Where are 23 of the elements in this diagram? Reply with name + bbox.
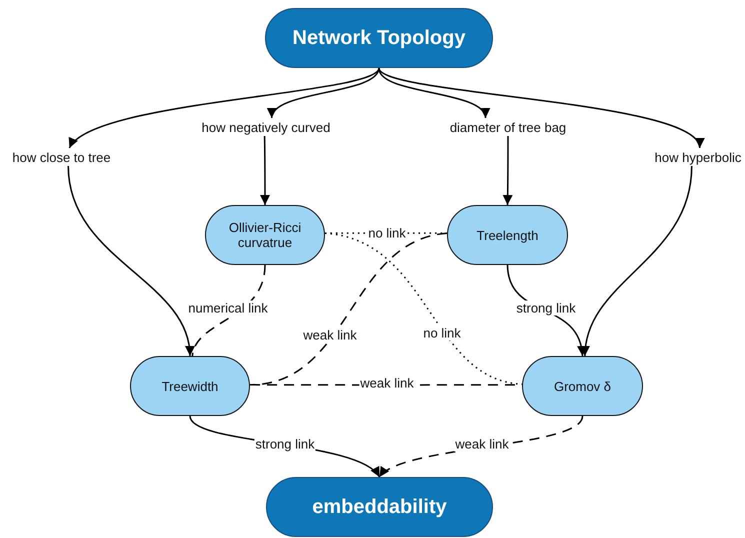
connector-arrow: [260, 136, 270, 205]
edge-label: weak link: [302, 328, 358, 342]
connector-arrow: [68, 166, 194, 356]
node-label: Treewidth: [160, 378, 220, 394]
question-label: how negatively curved: [195, 118, 337, 136]
edge-label: strong link: [515, 300, 577, 316]
node-label: Treelength: [476, 228, 540, 242]
question-label: how hyperbolic: [653, 148, 743, 166]
node-label: embeddability: [311, 496, 448, 518]
connector-arrow: [581, 166, 692, 356]
node-label: Gromov δ: [552, 378, 612, 394]
edge-label: no link: [367, 226, 407, 240]
edge-label: numerical link: [187, 300, 269, 316]
connector-arrow: [502, 136, 513, 206]
connector-arrow: [68, 67, 380, 149]
edge-label: weak link: [454, 436, 510, 452]
edge-label: weak link: [359, 376, 415, 390]
node-label: Network Topology: [292, 26, 466, 50]
connector-arrow: [270, 68, 380, 118]
node-label: Ollivier-Ricci curvatrue: [228, 220, 302, 250]
question-label: how close to tree: [5, 148, 118, 166]
edge-label: strong link: [254, 436, 316, 452]
edge-label: no link: [422, 326, 462, 340]
